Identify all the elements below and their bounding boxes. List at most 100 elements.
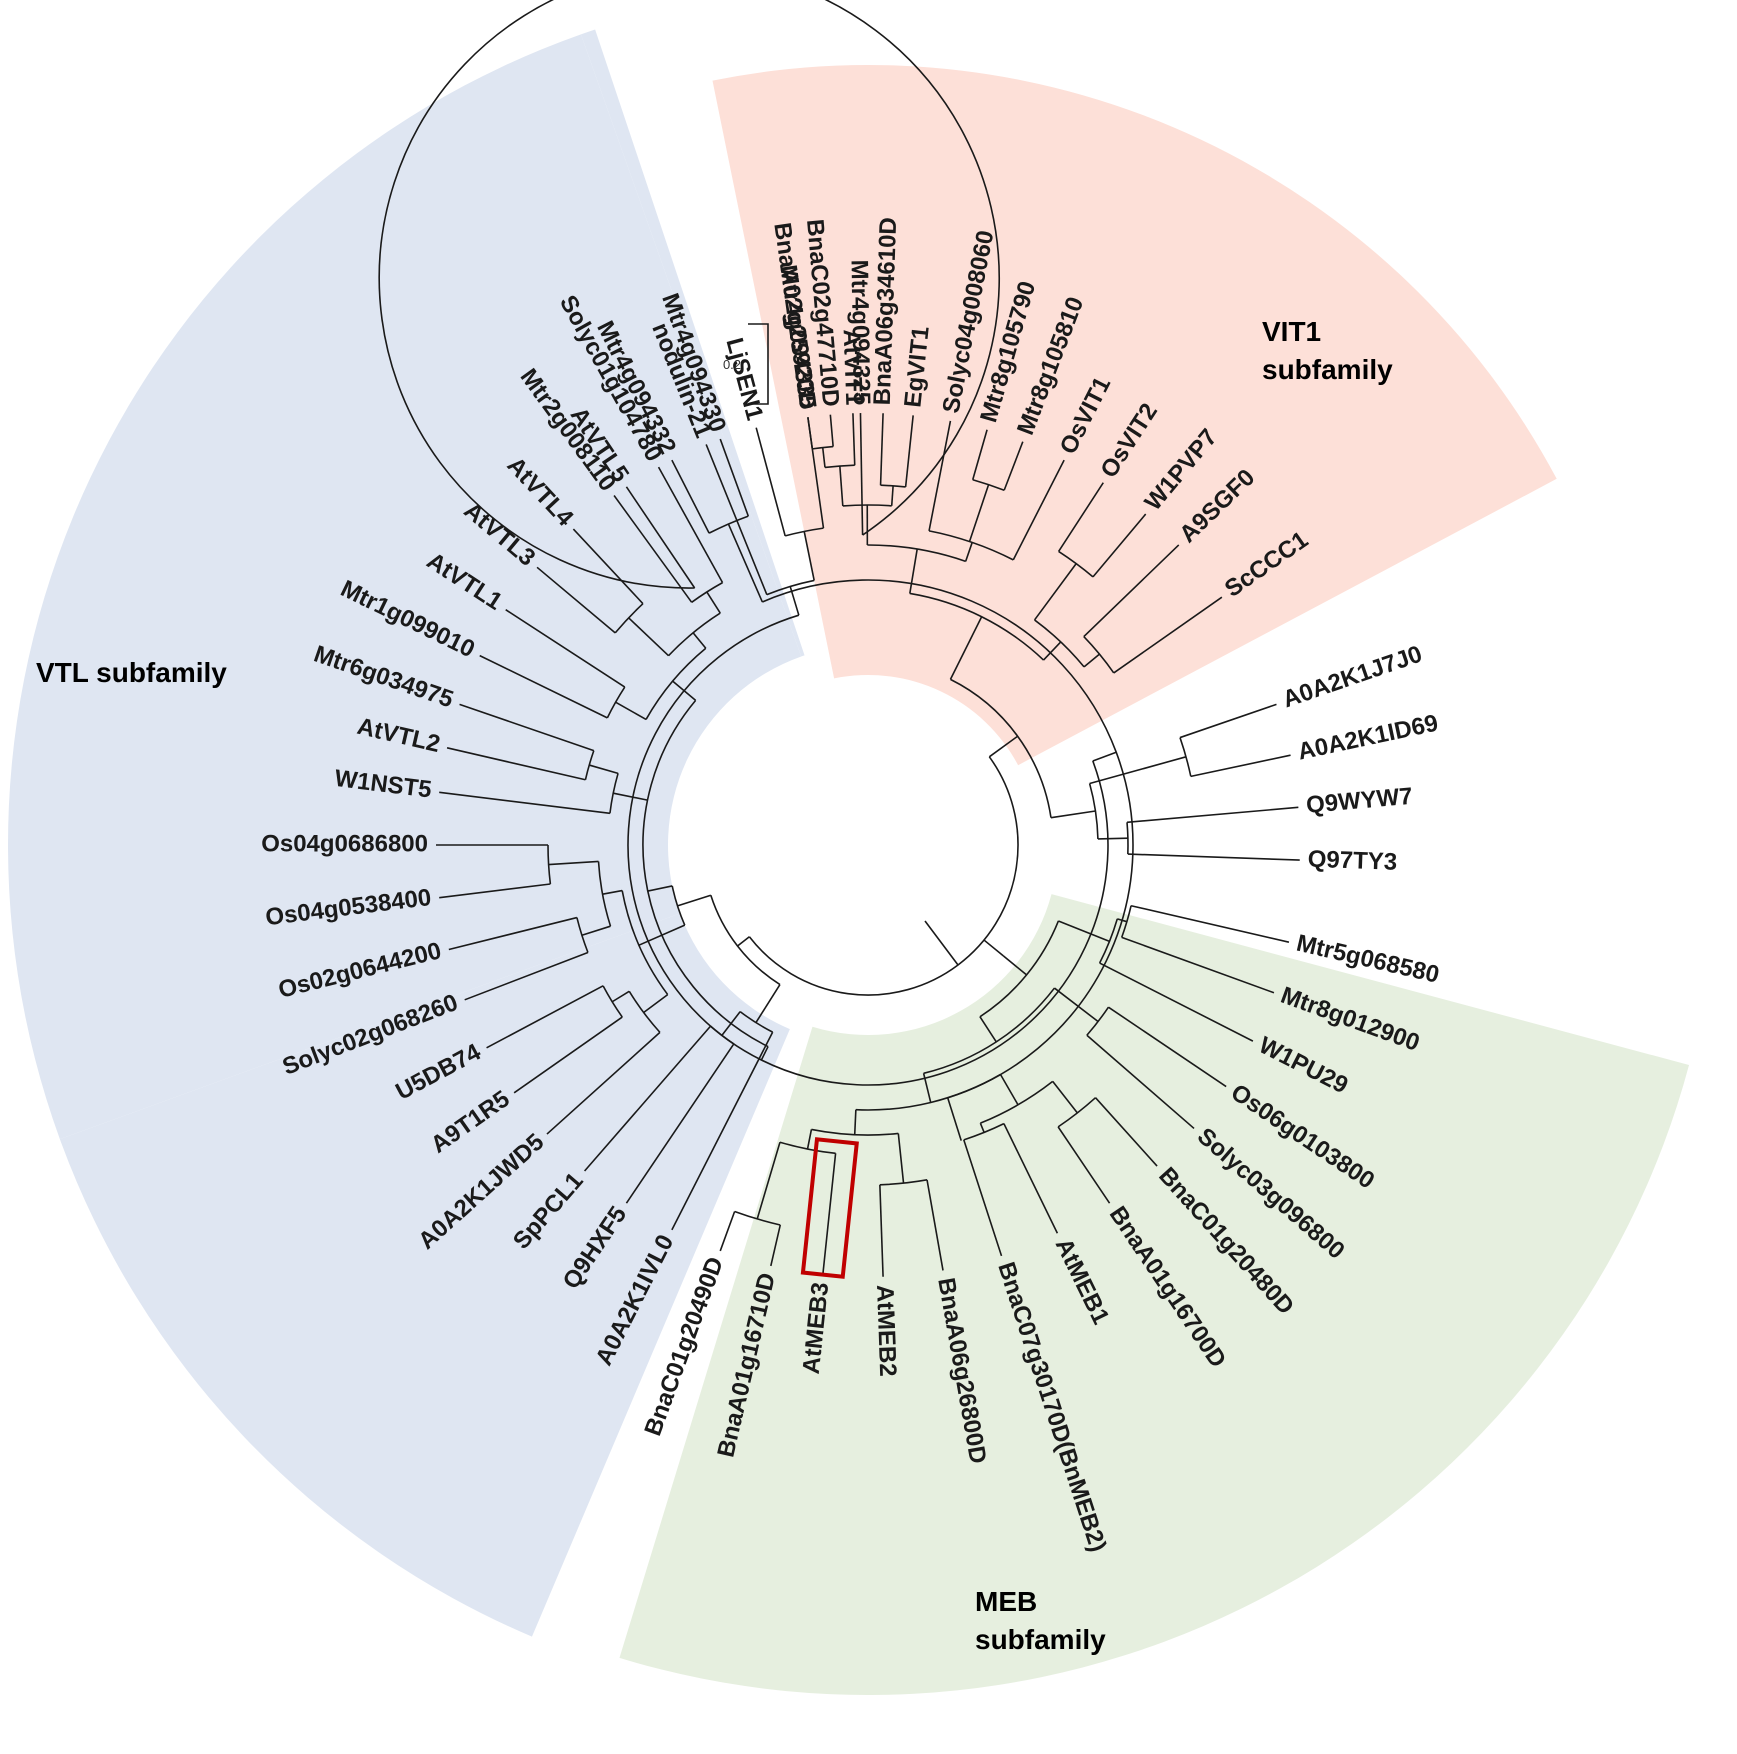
- branch-stem-101: [647, 885, 673, 892]
- branch-tip-53: [859, 413, 864, 536]
- branch-tip-44: [479, 654, 608, 719]
- branch-stem-35: [1053, 987, 1099, 1023]
- branch-arc-2: [824, 464, 855, 469]
- branch-tip-30: [719, 1211, 736, 1252]
- branch-stem-23: [1089, 756, 1187, 785]
- branch-arc-10: [928, 530, 1014, 561]
- branch-stem-1: [821, 447, 826, 468]
- branch-stem-33: [1058, 920, 1110, 943]
- branch-tip-32: [625, 1043, 735, 1204]
- branch-arc-82: [691, 581, 723, 603]
- branch-stem-93: [946, 1097, 962, 1141]
- branch-tip-55: [671, 459, 710, 534]
- branch-tip-7: [1003, 441, 1024, 491]
- branch-stem-65: [643, 993, 669, 1014]
- branch-tip-29: [770, 1224, 782, 1267]
- branch-tip-46: [536, 566, 616, 634]
- branch-tip-3: [879, 413, 884, 486]
- branch-arc-106: [748, 756, 1019, 996]
- branch-stem-57: [983, 939, 1004, 957]
- branch-stem-11: [964, 542, 973, 562]
- branch-tip-48: [613, 495, 693, 603]
- leaf-label-16: Q97TY3: [1307, 846, 1397, 876]
- group-label-vit1-line1: VIT1: [1262, 316, 1321, 347]
- branch-tip-34: [546, 1031, 661, 1135]
- group-label-meb-line1: MEB: [975, 1586, 1037, 1617]
- branch-arc-92: [378, 0, 1001, 589]
- branch-stem-107: [924, 920, 959, 966]
- branch-stem-19: [1042, 641, 1062, 661]
- branch-stem-41: [999, 1074, 1019, 1106]
- branch-arc-86: [645, 647, 707, 720]
- branch-stem-105: [737, 936, 750, 947]
- branch-tip-51: [755, 427, 786, 537]
- branch-stem-53: [979, 1016, 997, 1043]
- branch-tip-18: [1121, 936, 1275, 994]
- branch-tip-20: [1107, 1006, 1227, 1088]
- branch-stem-61: [755, 984, 781, 1024]
- branch-stem-45: [756, 1142, 781, 1220]
- leaf-label-40: Os04g0686800: [261, 830, 428, 857]
- branch-tip-9: [1057, 482, 1104, 552]
- branch-arc-64: [628, 990, 661, 1033]
- branch-tip-56: [719, 438, 750, 517]
- branch-tip-27: [879, 1184, 884, 1277]
- branch-arc-90: [766, 579, 815, 596]
- branch-stem-95: [727, 523, 764, 603]
- branch-stem-25: [1097, 837, 1128, 840]
- branch-stem-75: [589, 764, 619, 775]
- branch-tip-2: [852, 413, 856, 466]
- group-labels: VIT1 subfamily VTL subfamily MEB subfami…: [36, 316, 1393, 1655]
- leaf-label-53: Mtr4g094325: [845, 259, 875, 405]
- branch-stem-39: [979, 1122, 985, 1133]
- branch-stem-77: [613, 792, 648, 801]
- branch-stem-15: [1033, 563, 1077, 621]
- leaf-label-14: A0A2K1ID69: [1295, 710, 1440, 766]
- scale-bar-label: 0.2: [723, 357, 741, 372]
- branch-arc-102: [671, 885, 686, 926]
- branch-stem-21: [949, 616, 983, 680]
- branch-arc-68: [547, 844, 552, 885]
- branch-stem-47: [806, 1129, 813, 1150]
- branch-stem-99: [760, 1046, 769, 1061]
- branch-tip-17: [1130, 904, 1290, 943]
- branch-tip-36: [486, 985, 604, 1049]
- vtl-sector: [7, 34, 802, 1140]
- branch-tip-4: [904, 415, 914, 488]
- branch-tip-38: [448, 916, 578, 951]
- branch-tip-8: [1012, 459, 1065, 561]
- branch-tip-26: [926, 1179, 944, 1271]
- vtl-sector-left: [59, 913, 790, 1637]
- branch-stem-81: [628, 617, 670, 657]
- leaf-label-3: BnaA06g34610D: [869, 217, 903, 406]
- group-label-vit1-line2: subfamily: [1262, 354, 1393, 385]
- group-label-meb-line2: subfamily: [975, 1624, 1106, 1655]
- branch-stem-3: [839, 465, 844, 506]
- branch-tip-15: [1126, 806, 1299, 824]
- branch-stem-89: [803, 531, 815, 581]
- branch-tip-49: [657, 466, 724, 584]
- branch-tip-5: [928, 420, 952, 532]
- highlight-layer: [800, 1137, 859, 1279]
- branch-arc-66: [576, 917, 589, 953]
- branch-tip-12: [1113, 596, 1223, 674]
- branch-stem-37: [1052, 1080, 1078, 1114]
- branch-tip-16: [1127, 853, 1300, 861]
- branch-tip-13: [1179, 703, 1277, 739]
- branch-stem-9: [968, 484, 990, 542]
- leaf-label-2: AtVIT1: [838, 329, 868, 406]
- branch-tip-43: [459, 703, 595, 752]
- branch-tip-42: [446, 747, 586, 781]
- scale-bar-bracket: [748, 323, 769, 405]
- branch-stem-63: [611, 990, 630, 1003]
- branch-stem-69: [548, 860, 599, 866]
- subfamily-sectors: [7, 29, 1690, 1695]
- branch-arc-14: [1058, 550, 1094, 578]
- branch-arc-34: [1086, 1006, 1110, 1036]
- branch-arc-80: [614, 603, 644, 634]
- group-label-meb: MEB subfamily: [975, 1586, 1106, 1655]
- group-label-vit1: VIT1 subfamily: [1262, 316, 1393, 385]
- leaf-label-13: A0A2K1J7J0: [1279, 641, 1425, 714]
- branch-tip-24: [1003, 1123, 1059, 1234]
